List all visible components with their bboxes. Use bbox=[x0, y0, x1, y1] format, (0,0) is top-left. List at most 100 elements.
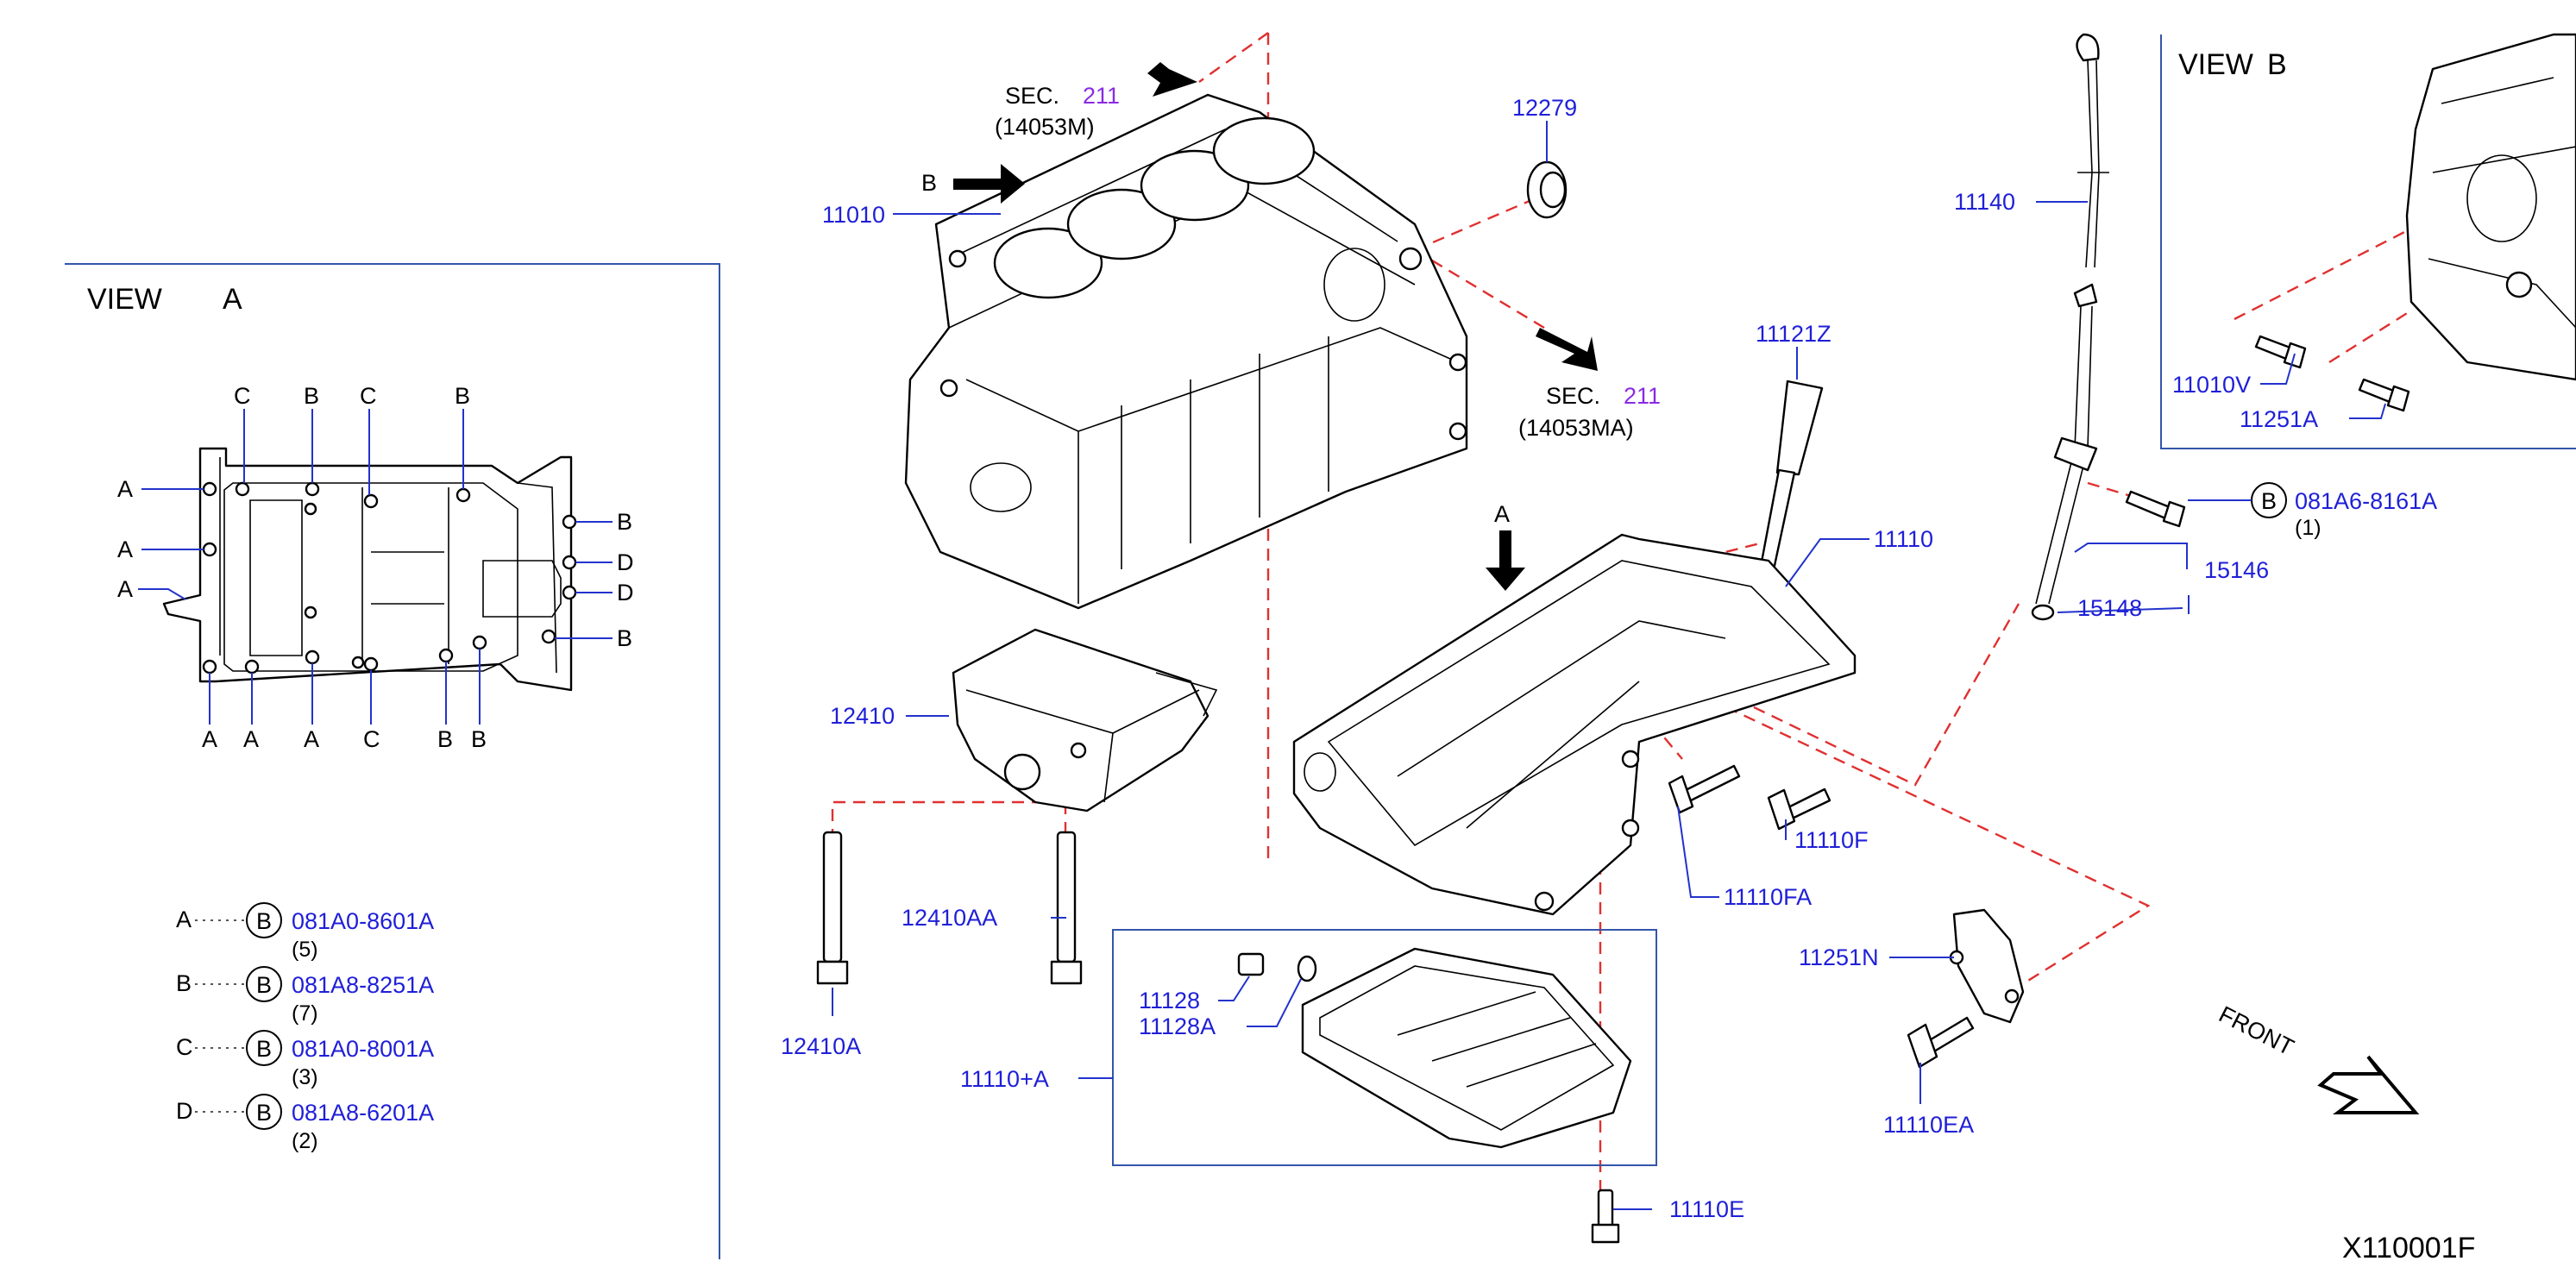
arrow-sec211-top-icon bbox=[1147, 62, 1197, 97]
sec-ref-right-sub: (14053MA) bbox=[1518, 415, 1634, 441]
legend-part-number[interactable]: 081A0-8601A bbox=[292, 908, 434, 934]
legend-part-number[interactable]: 081A8-8251A bbox=[292, 972, 434, 998]
part-11110fa[interactable]: 11110FA bbox=[1724, 884, 1812, 910]
assembly-guide-lines bbox=[831, 32, 2412, 1190]
view-a-letter-right-1: B bbox=[617, 509, 632, 535]
part-11140[interactable]: 11140 bbox=[1954, 189, 2015, 215]
view-a-letter-bottom-3: A bbox=[304, 726, 319, 752]
view-a-letter-bottom-2: A bbox=[243, 726, 259, 752]
legend-qty: (7) bbox=[292, 1001, 318, 1026]
bolt-circle-icon bbox=[246, 1094, 282, 1130]
bolt-ref-081a6[interactable]: B 081A6-8161A (1) bbox=[2188, 482, 2437, 540]
bolt-ref-part-number[interactable]: 081A6-8161A bbox=[2295, 488, 2437, 514]
part-11128a[interactable]: 11128A bbox=[1139, 1013, 1216, 1039]
view-a-letter-top-1: C bbox=[234, 383, 251, 409]
legend-qty: (5) bbox=[292, 938, 318, 962]
view-a-letter-top-2: B bbox=[304, 383, 319, 409]
part-15148[interactable]: 15148 bbox=[2077, 595, 2142, 621]
legend-letter: C bbox=[176, 1034, 193, 1060]
view-a-letter-bottom-5: B bbox=[437, 726, 453, 752]
legend-row-b[interactable]: B B 081A8-8251A (7) bbox=[176, 966, 434, 1026]
bolt-ref-circle-letter: B bbox=[2261, 488, 2277, 514]
oil-strainer-drawing[interactable] bbox=[1758, 380, 1824, 575]
oil-pump-bolts-drawing[interactable] bbox=[816, 831, 1083, 985]
drain-plug-drawing[interactable] bbox=[1237, 952, 1317, 982]
view-a-leaders bbox=[138, 409, 613, 725]
view-a-letter-bottom-1: A bbox=[202, 726, 217, 752]
cylinder-block-drawing[interactable] bbox=[904, 93, 1468, 610]
legend-row-a[interactable]: A B 081A0-8601A (5) bbox=[176, 902, 434, 962]
legend-circle-letter: B bbox=[256, 908, 272, 934]
view-a-letter-left-1: A bbox=[117, 476, 133, 502]
part-leaders bbox=[832, 121, 2386, 1210]
part-11010[interactable]: 11010 bbox=[822, 202, 885, 228]
legend-row-d[interactable]: D B 081A8-6201A (2) bbox=[176, 1094, 434, 1153]
view-a-letter: A bbox=[223, 283, 242, 316]
view-a-letter-top-4: B bbox=[455, 383, 470, 409]
bracket-drawing[interactable] bbox=[1949, 908, 2025, 1024]
view-b-letter: B bbox=[2267, 48, 2287, 81]
part-12410aa[interactable]: 12410AA bbox=[902, 905, 997, 931]
lower-oil-pan-drawing[interactable] bbox=[1301, 947, 1632, 1149]
sec-ref-right[interactable]: SEC. 211 (14053MA) bbox=[1518, 383, 1661, 441]
legend-letter: A bbox=[176, 907, 192, 932]
part-11251a[interactable]: 11251A bbox=[2240, 406, 2318, 432]
bolt-081a6-drawing[interactable] bbox=[2125, 490, 2186, 528]
part-12410[interactable]: 12410 bbox=[830, 703, 895, 729]
dipstick-drawing[interactable] bbox=[2076, 33, 2110, 268]
arrow-sec211-right-icon bbox=[1536, 328, 1598, 371]
arrow-view-a-icon bbox=[1486, 530, 1525, 591]
legend-part-number[interactable]: 081A0-8001A bbox=[292, 1036, 434, 1062]
view-a-letter-bottom-6: B bbox=[471, 726, 487, 752]
view-a-frame bbox=[65, 263, 720, 1259]
arrow-letter-a: A bbox=[1494, 501, 1510, 527]
part-11128[interactable]: 11128 bbox=[1139, 988, 1200, 1013]
sec-ref-top[interactable]: SEC. 211 (14053M) bbox=[995, 83, 1120, 140]
part-11110ea[interactable]: 11110EA bbox=[1883, 1112, 1974, 1138]
view-b-title: VIEW bbox=[2178, 48, 2253, 81]
part-12279[interactable]: 12279 bbox=[1512, 95, 1577, 121]
legend-circle-letter: B bbox=[256, 1100, 272, 1126]
direction-arrows bbox=[953, 62, 2420, 1114]
view-a-letter-right-2: D bbox=[617, 549, 634, 575]
view-a-letter-left-2: A bbox=[117, 536, 133, 562]
oil-pump-drawing[interactable] bbox=[952, 628, 1218, 813]
view-a-letter-bottom-4: C bbox=[363, 726, 380, 752]
front-arrow-icon bbox=[2317, 1055, 2420, 1114]
legend-row-c[interactable]: C B 081A0-8001A (3) bbox=[176, 1030, 434, 1089]
oil-pan-bolts-drawing[interactable] bbox=[1591, 764, 1975, 1244]
legend-qty: (3) bbox=[292, 1065, 318, 1089]
part-11110e[interactable]: 11110E bbox=[1669, 1196, 1744, 1222]
sec-ref-top-sec: SEC. bbox=[1005, 83, 1059, 109]
bolt-legend: A B 081A0-8601A (5) B B 081A8-8251A (7) … bbox=[176, 902, 434, 1153]
part-15146[interactable]: 15146 bbox=[2204, 557, 2269, 583]
part-11251n[interactable]: 11251N bbox=[1799, 944, 1879, 970]
part-11110-plus-a[interactable]: 11110+A bbox=[960, 1066, 1049, 1092]
sec-ref-right-sec: SEC. bbox=[1546, 383, 1600, 409]
view-a-letter-left-3: A bbox=[117, 576, 133, 602]
legend-qty: (2) bbox=[292, 1129, 318, 1153]
view-b-frame bbox=[2160, 35, 2576, 449]
front-label: FRONT bbox=[2215, 1001, 2297, 1061]
diagram-code: X110001F bbox=[2342, 1232, 2475, 1264]
view-a-title: VIEW bbox=[87, 283, 162, 316]
part-11110[interactable]: 11110 bbox=[1874, 526, 1933, 552]
part-11110f[interactable]: 11110F bbox=[1794, 827, 1869, 853]
legend-letter: B bbox=[176, 970, 192, 996]
arrow-view-b-icon bbox=[953, 164, 1025, 204]
view-b-panel: VIEW B bbox=[2160, 33, 2576, 449]
sec-ref-top-number[interactable]: 211 bbox=[1083, 83, 1120, 109]
sec-ref-right-number[interactable]: 211 bbox=[1624, 383, 1661, 409]
rear-oil-seal-drawing[interactable] bbox=[1526, 160, 1568, 219]
legend-part-number[interactable]: 081A8-6201A bbox=[292, 1100, 434, 1126]
legend-letter: D bbox=[176, 1098, 193, 1124]
bolt-circle-icon bbox=[246, 1030, 282, 1066]
part-12410a[interactable]: 12410A bbox=[781, 1033, 861, 1059]
dipstick-guide-drawing[interactable] bbox=[2031, 283, 2098, 621]
view-a-panel: VIEW A bbox=[65, 263, 720, 1259]
part-11121z[interactable]: 11121Z bbox=[1756, 321, 1831, 347]
upper-oil-pan-drawing[interactable] bbox=[1292, 533, 1857, 916]
view-b-bolts[interactable] bbox=[2254, 335, 2410, 412]
part-11010v[interactable]: 11010V bbox=[2172, 372, 2251, 398]
